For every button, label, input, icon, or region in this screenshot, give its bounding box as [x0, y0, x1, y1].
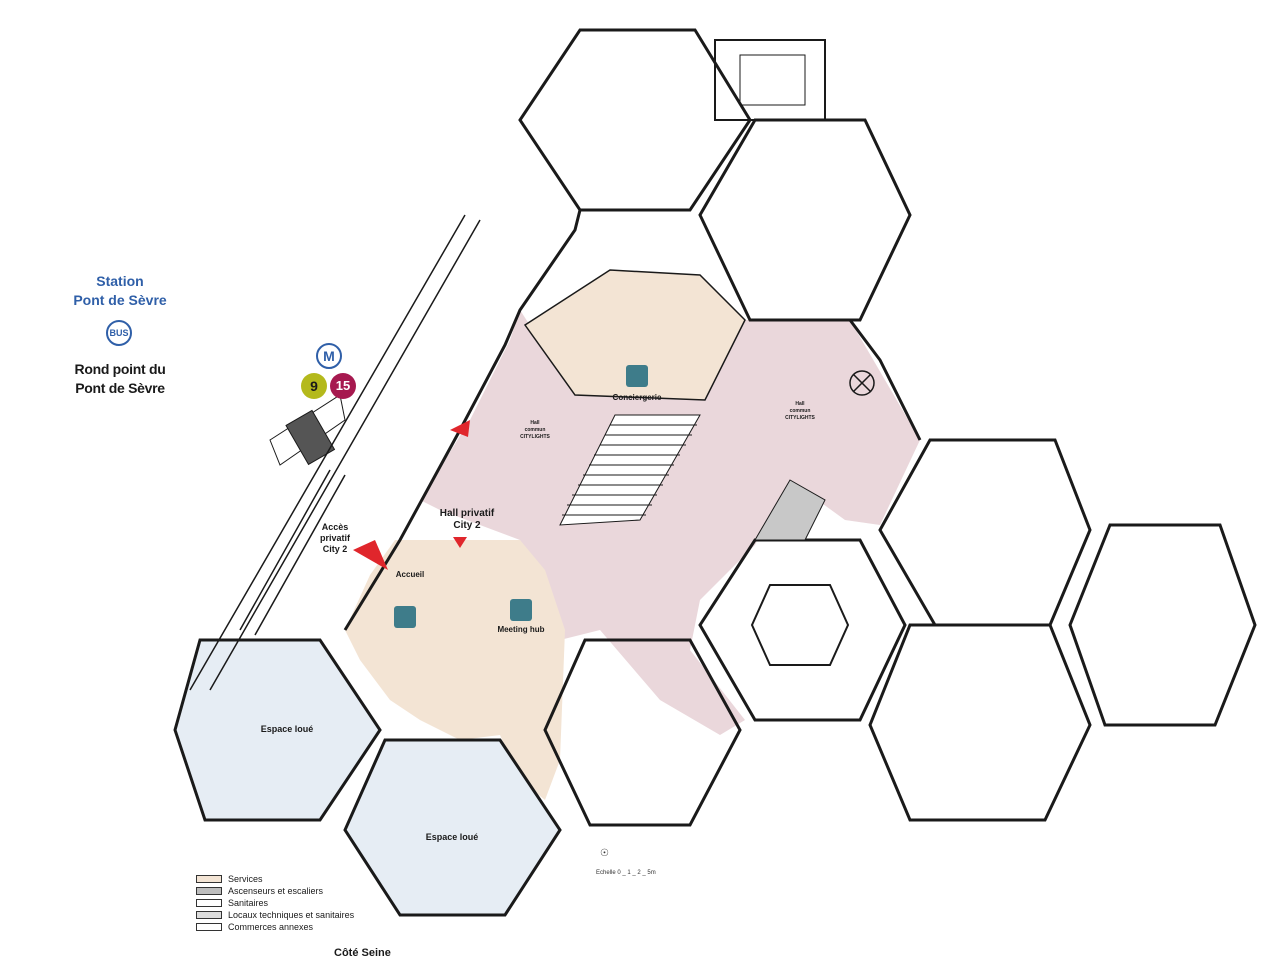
- legend-item: Locaux techniques et sanitaires: [196, 909, 354, 921]
- svg-text:privatif: privatif: [320, 533, 351, 543]
- building-hex-right: [878, 438, 1092, 627]
- accueil-icon: [394, 606, 416, 628]
- station-label: Station Pont de Sèvre: [73, 273, 167, 308]
- svg-text:City 2: City 2: [453, 520, 481, 531]
- legend-swatch: [196, 887, 222, 895]
- hall-privatif-label: Hall privatif City 2: [440, 508, 495, 531]
- core-hex: [750, 584, 850, 666]
- meeting-hub-icon: [510, 599, 532, 621]
- espace-loue-hex-1: [173, 638, 382, 822]
- legend-item: Services: [196, 873, 354, 885]
- stair-grey: [754, 479, 826, 541]
- legend: Services Ascenseurs et escaliers Sanitai…: [196, 873, 354, 933]
- services-zone-top: [523, 269, 746, 401]
- turnstile-icon: [849, 370, 875, 396]
- building-hex-bottom-right: [868, 623, 1092, 822]
- svg-text:City 2: City 2: [323, 544, 348, 554]
- hall-commun-zone: [420, 310, 920, 735]
- svg-text:Hall: Hall: [795, 401, 805, 407]
- ramp-left: [189, 214, 481, 691]
- cote-seine-label: Côté Seine: [334, 947, 391, 959]
- metro-icon: M: [316, 343, 342, 369]
- conciergerie-label: Conciergerie: [613, 393, 662, 402]
- scale-bar: Echelle 0 _ 1 _ 2 _ 5m: [596, 870, 656, 876]
- svg-text:Hall: Hall: [530, 420, 540, 426]
- accueil-label: Accueil: [396, 570, 424, 579]
- escalator-left: [269, 394, 346, 466]
- terrace: [714, 39, 826, 121]
- building-hex-top: [518, 28, 752, 212]
- svg-text:commun: commun: [525, 427, 546, 433]
- legend-swatch: [196, 875, 222, 883]
- legend-item: Commerces annexes: [196, 921, 354, 933]
- svg-text:CITYLIGHTS: CITYLIGHTS: [785, 415, 815, 421]
- building-hex-far-right: [1068, 523, 1257, 727]
- access-marker-1: [450, 420, 470, 437]
- conciergerie-icon: [626, 365, 648, 387]
- svg-text:Hall privatif: Hall privatif: [440, 508, 495, 519]
- acces-privatif-label: Accès privatif City 2: [320, 522, 351, 554]
- wall-outline-right: [848, 319, 922, 441]
- bus-icon: BUS: [106, 320, 132, 346]
- hall-commun-right-label: Hall commun CITYLIGHTS: [785, 401, 815, 421]
- legend-swatch: [196, 899, 222, 907]
- legend-swatch: [196, 923, 222, 931]
- meeting-hub-label: Meeting hub: [497, 625, 544, 634]
- espace-loue-hex-2: [343, 738, 562, 917]
- building-hex-bottom-mid: [543, 638, 742, 827]
- legend-swatch: [196, 911, 222, 919]
- svg-text:commun: commun: [790, 408, 811, 414]
- access-marker-3: [453, 537, 467, 548]
- metro-line-15-badge: 15: [330, 373, 356, 399]
- building-hex-top-right: [698, 118, 912, 322]
- wall-outline-left: [343, 209, 582, 631]
- legend-item: Ascenseurs et escaliers: [196, 885, 354, 897]
- espace-loue-1-label: Espace loué: [261, 724, 314, 734]
- rond-point-label: Rond point du Pont de Sèvre: [74, 361, 166, 396]
- svg-text:CITYLIGHTS: CITYLIGHTS: [520, 434, 550, 440]
- north-arrow-icon: ☉: [600, 848, 609, 859]
- hall-commun-left-label: Hall commun CITYLIGHTS: [520, 420, 550, 440]
- espace-loue-2-label: Espace loué: [426, 832, 479, 842]
- metro-line-9-badge: 9: [301, 373, 327, 399]
- building-hex-center: [698, 538, 907, 722]
- access-marker-2: [353, 540, 388, 570]
- stairs-central: [559, 414, 701, 526]
- legend-item: Sanitaires: [196, 897, 354, 909]
- svg-text:Accès: Accès: [322, 522, 349, 532]
